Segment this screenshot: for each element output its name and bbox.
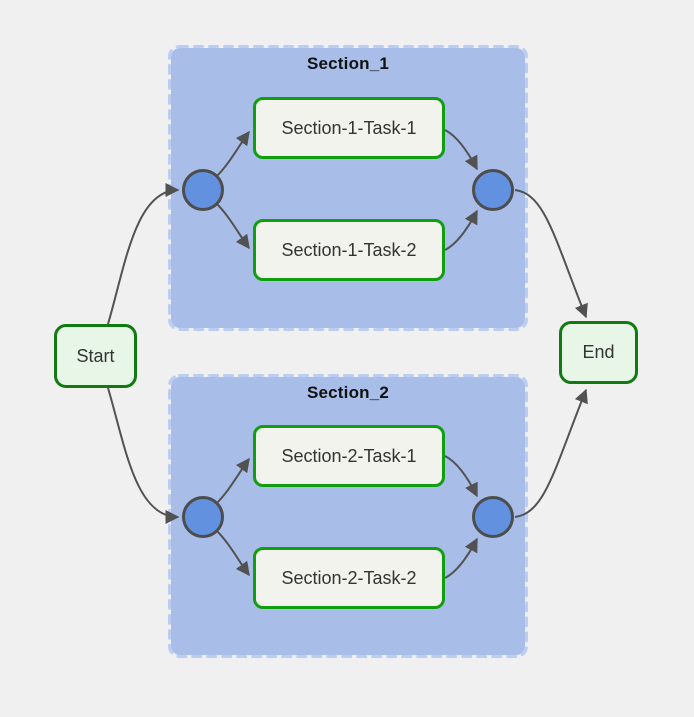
section-2-join-circle (472, 496, 514, 538)
start-node: Start (54, 324, 137, 388)
edge-start-to-section2-fork (107, 387, 180, 524)
task-node: Section-2-Task-1 (253, 425, 445, 487)
task-node: Section-1-Task-2 (253, 219, 445, 281)
task-label: Section-1-Task-1 (281, 117, 417, 138)
task-label: Section-2-Task-2 (281, 567, 417, 588)
section-2-fork-circle (182, 496, 224, 538)
edge-join1-to-end (514, 189, 588, 319)
section-1-join-circle (472, 169, 514, 211)
section-1-title: Section_1 (306, 54, 390, 73)
start-node-label: Start (76, 345, 115, 366)
end-node-label: End (582, 342, 615, 362)
task-node: Section-1-Task-1 (253, 97, 445, 159)
task-label: Section-2-Task-1 (281, 445, 417, 466)
task-label: Section-1-Task-2 (281, 239, 417, 260)
task-node: Section-2-Task-2 (253, 547, 445, 609)
edge-start-to-section1-fork (107, 183, 180, 325)
section-1-fork-circle (182, 169, 224, 211)
edge-join2-to-end (514, 388, 588, 518)
end-node: End (559, 321, 638, 384)
section-2-title: Section_2 (306, 383, 390, 402)
